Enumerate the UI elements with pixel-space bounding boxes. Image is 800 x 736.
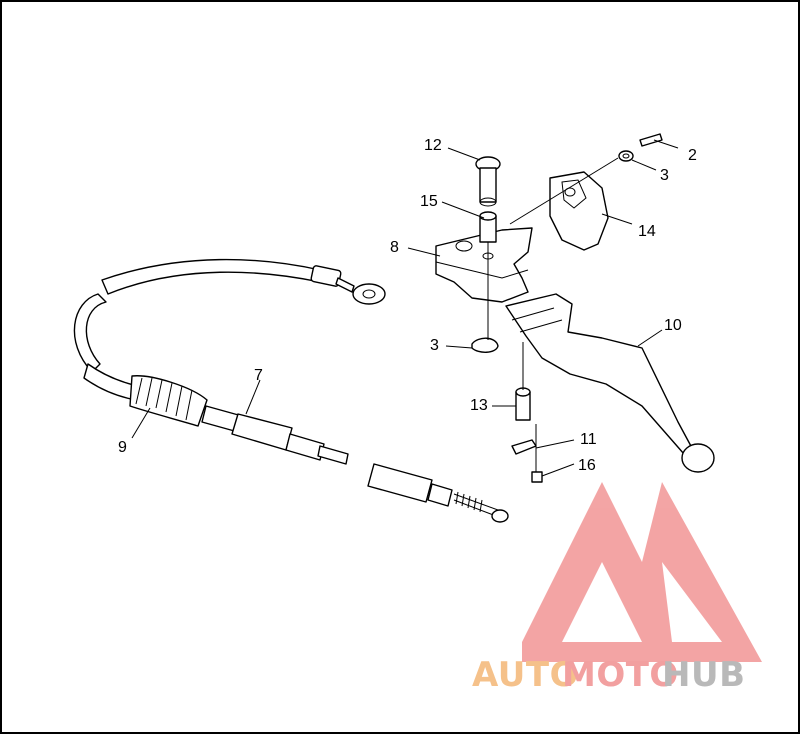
watermark-logo: [522, 482, 762, 662]
callout-9: 9: [118, 439, 127, 456]
callout-13: 13: [470, 397, 488, 414]
bushing: [479, 211, 497, 243]
callout-6: 3: [430, 337, 439, 354]
watermark-moto: MOTO: [562, 655, 679, 695]
watermark-auto: AUTO: [472, 655, 579, 695]
leader-lines: [131, 139, 679, 477]
callout-3: 3: [660, 167, 669, 184]
callout-11: 11: [580, 431, 597, 448]
pivot-pin: [475, 156, 501, 207]
clutch-cable: [73, 258, 509, 523]
callout-14: 14: [638, 223, 656, 240]
watermark-hub: HUB: [662, 655, 745, 695]
callout-12: 12: [424, 137, 442, 154]
callout-16: 16: [578, 457, 596, 474]
callouts: 12 15 8 3 2 3 14 10 13 11 16 7 9: [118, 137, 697, 474]
logo-triangle-outer: [522, 482, 762, 662]
watermark-text: AUTO MOTO HUB: [472, 655, 745, 695]
lever-bracket: [435, 227, 533, 303]
callout-7: 7: [254, 367, 263, 384]
logo-triangle-inner-right: [662, 562, 722, 642]
callout-15: 15: [420, 193, 438, 210]
logo-triangle-inner: [562, 562, 642, 642]
retaining-clip: [471, 337, 499, 353]
pawl-and-screw: [511, 439, 543, 483]
callout-8: 8: [390, 239, 399, 256]
clamp: [549, 171, 609, 251]
clutch-lever: [505, 293, 715, 473]
screw-and-washer: [618, 133, 663, 162]
sleeve: [515, 387, 531, 421]
callout-2: 2: [688, 147, 697, 164]
callout-10: 10: [664, 317, 682, 334]
